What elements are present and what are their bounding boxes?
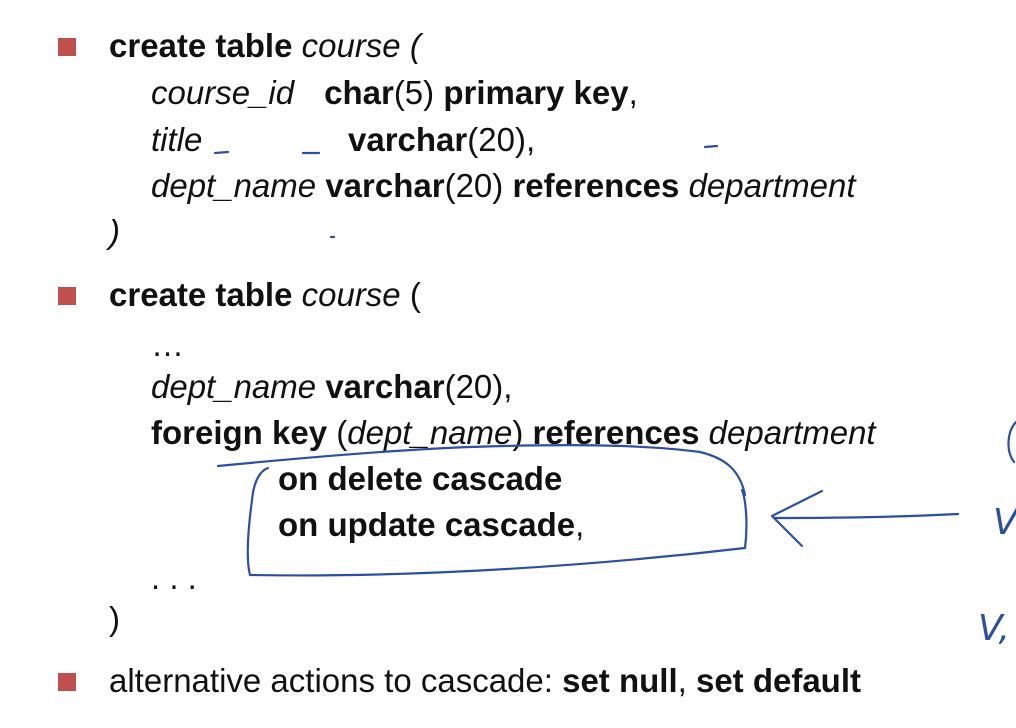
ink-handwriting-2: V, xyxy=(978,608,1010,649)
col2-size: (20), xyxy=(467,121,536,158)
bullet-2 xyxy=(58,287,76,305)
ink-dash-3 xyxy=(703,144,719,149)
ink-arrow-head xyxy=(770,489,824,548)
fk-column: dept_name xyxy=(347,414,513,451)
block1-col2-line: title xyxy=(151,120,202,160)
col3-type: varchar xyxy=(325,167,445,204)
col3-size: (20) xyxy=(444,167,504,204)
table-name: course ( xyxy=(301,27,421,64)
bullet-1 xyxy=(58,38,76,56)
open-paren-2: ( xyxy=(400,276,421,313)
ink-dash-1 xyxy=(213,150,230,155)
col1-comma: , xyxy=(628,74,638,111)
col-size-2: (20), xyxy=(444,368,513,405)
on-update-line: on update cascade, xyxy=(278,505,584,545)
alternatives-comma: , xyxy=(677,662,696,699)
block1-close-paren: ) xyxy=(109,213,120,250)
kw-create-table-2: create table xyxy=(109,276,293,313)
table-name-2: course xyxy=(301,276,401,313)
col2-name: title xyxy=(151,121,203,158)
col3-ref-table: department xyxy=(688,167,856,204)
fk-open: ( xyxy=(327,414,348,451)
kw-references-2: references xyxy=(532,414,700,451)
col3-name: dept_name xyxy=(151,167,317,204)
ellipsis-top: … xyxy=(151,326,184,363)
block2-fk-line: foreign key (dept_name) references depar… xyxy=(151,413,876,453)
col2-type: varchar xyxy=(348,121,468,158)
col1-size: (5) xyxy=(393,74,435,111)
col1-constraint: primary key xyxy=(443,74,629,111)
block2-close-paren: ) xyxy=(109,600,120,637)
set-null: set null xyxy=(562,662,678,699)
col3-kw-references: references xyxy=(512,167,680,204)
block1-col2-type-line: varchar(20), xyxy=(348,120,535,160)
col-type-2: varchar xyxy=(325,368,445,405)
on-update-cascade: on update cascade xyxy=(278,506,576,543)
ink-arrow-shaft xyxy=(773,512,960,520)
block1-create-line: create table course ( xyxy=(109,26,421,66)
col1-type: char xyxy=(324,74,394,111)
kw-foreign-key: foreign key xyxy=(151,414,328,451)
ref-table-2: department xyxy=(708,414,876,451)
block3-line: alternative actions to cascade: set null… xyxy=(109,661,861,701)
fk-close: ) xyxy=(512,414,533,451)
block2-col-line: dept_name varchar(20), xyxy=(151,367,512,407)
alternatives-text: alternative actions to cascade: xyxy=(109,662,563,699)
on-update-comma: , xyxy=(575,506,585,543)
kw-create-table: create table xyxy=(109,27,293,64)
ink-bracket xyxy=(1007,420,1016,464)
set-default: set default xyxy=(695,662,862,699)
bullet-3 xyxy=(58,673,76,691)
col1-name: course_id xyxy=(151,74,295,111)
block1-col1-line: course_id char(5) primary key, xyxy=(151,73,638,113)
on-delete-cascade: on delete cascade xyxy=(278,460,563,497)
block2-create-line: create table course ( xyxy=(109,275,421,315)
ink-handwriting-1: V xyxy=(993,502,1016,543)
col-name-2: dept_name xyxy=(151,368,317,405)
block1-col3-line: dept_name varchar(20) references departm… xyxy=(151,166,856,206)
ellipsis-bottom: . . . xyxy=(151,559,197,596)
